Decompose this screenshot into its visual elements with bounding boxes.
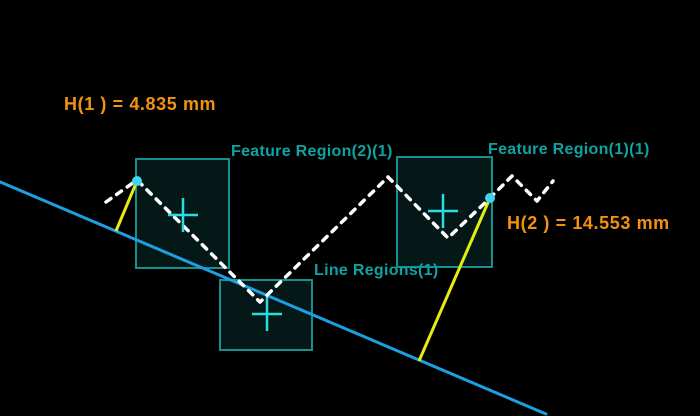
- edge-profile-trace: [104, 174, 555, 304]
- region-label-feature-region-2-1: Feature Region(2)(1): [231, 143, 393, 160]
- region-label-line-regions-1: Line Regions(1): [314, 262, 439, 279]
- edge-point-2: [485, 193, 495, 203]
- region-label-feature-region-1-1: Feature Region(1)(1): [488, 141, 650, 158]
- measurement-h2-label: H(2 ) = 14.553 mm: [507, 213, 670, 233]
- height-line-2: [417, 197, 492, 362]
- height-line-1: [114, 180, 139, 232]
- edge-point-1: [132, 176, 142, 186]
- fitted-line: [0, 180, 548, 416]
- measurement-h1-label: H(1 ) = 4.835 mm: [64, 94, 217, 114]
